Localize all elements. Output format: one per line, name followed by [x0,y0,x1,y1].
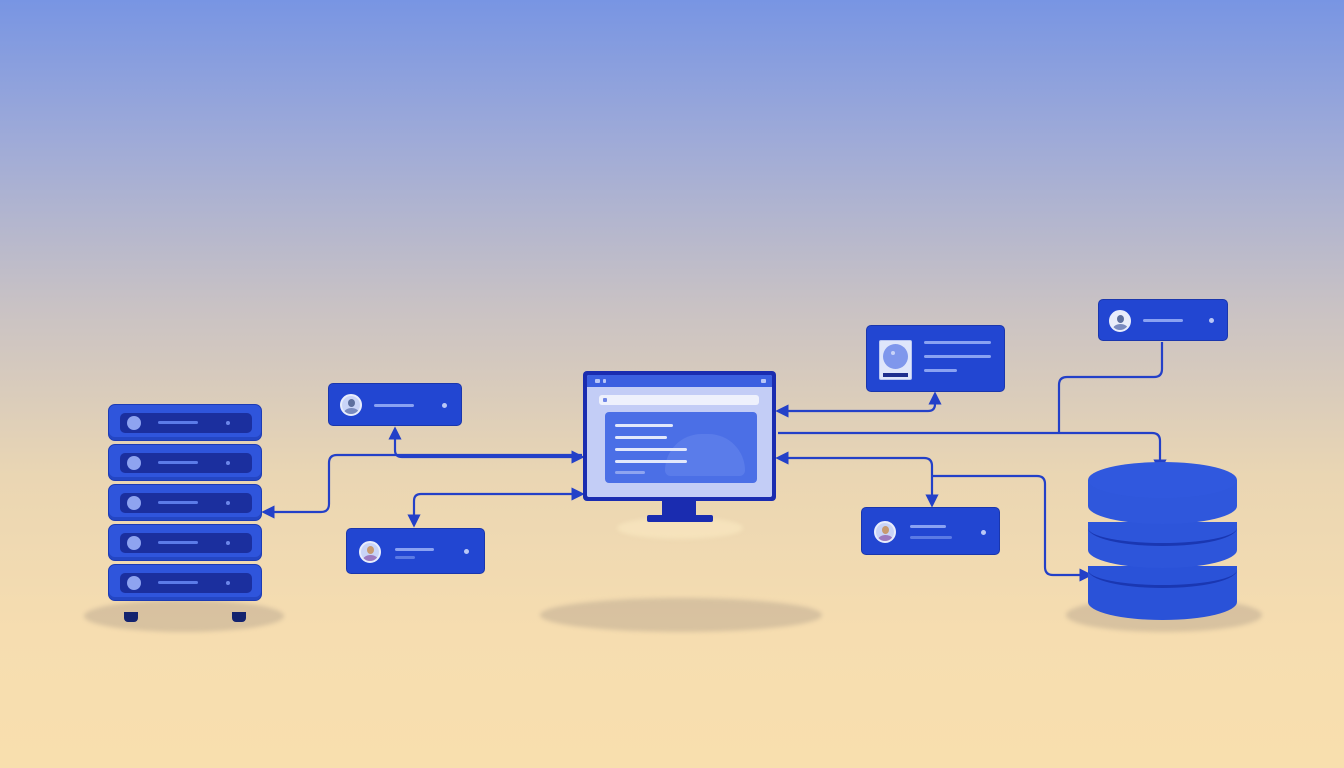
status-dot [442,403,447,408]
text-placeholder-bar [924,341,991,344]
monitor-base [647,515,713,522]
server-foot [124,612,138,622]
database-top [1088,462,1237,498]
status-dot [1209,318,1214,323]
line-monitor-database [778,431,1167,473]
user-card-a [328,383,462,426]
monitor-screen [587,375,772,497]
server-foot [232,612,246,622]
server-unit [108,444,262,481]
avatar-icon [340,394,362,416]
database-ring [1088,510,1237,546]
cloud-shape [665,434,745,476]
content-panel [605,412,757,483]
line-monitor-card-d [775,451,939,508]
text-placeholder-bar [374,404,414,407]
text-placeholder-bar [924,369,957,372]
line-card-c-database [1057,342,1164,433]
text-placeholder-bar [615,436,667,439]
text-placeholder-bar [615,448,687,451]
avatar-icon [359,541,381,563]
line-card-d-database [932,474,1093,582]
line-profile-monitor [775,391,942,418]
database-icon [1088,462,1237,622]
line-card-b-monitor [407,487,585,528]
monitor [583,371,776,501]
server-unit [108,404,262,441]
avatar-icon [874,521,896,543]
address-bar [599,395,759,405]
database-ring [1088,552,1237,588]
text-placeholder-bar [615,424,673,427]
window-titlebar [587,375,772,387]
server-unit [108,484,262,521]
user-card-b [346,528,485,574]
line-server-monitor [261,453,582,519]
user-card-c [1098,299,1228,341]
text-placeholder-bar [395,548,434,551]
text-placeholder-bar [615,460,687,463]
profile-photo-icon [879,340,912,380]
text-placeholder-bar [615,471,645,474]
text-placeholder-bar [910,536,952,539]
server-unit [108,564,262,601]
server-unit [108,524,262,561]
text-placeholder-bar [395,556,415,559]
status-dot [464,549,469,554]
text-placeholder-bar [910,525,946,528]
monitor-stand [662,501,696,515]
line-card-a-monitor [388,426,585,464]
avatar-icon [1109,310,1131,332]
status-dot [981,530,986,535]
text-placeholder-bar [1143,319,1183,322]
server-shadow [84,600,284,632]
user-card-d [861,507,1000,555]
profile-card [866,325,1005,392]
text-placeholder-bar [924,355,991,358]
monitor-shadow [540,598,822,632]
monitor-base-glow [617,517,743,539]
